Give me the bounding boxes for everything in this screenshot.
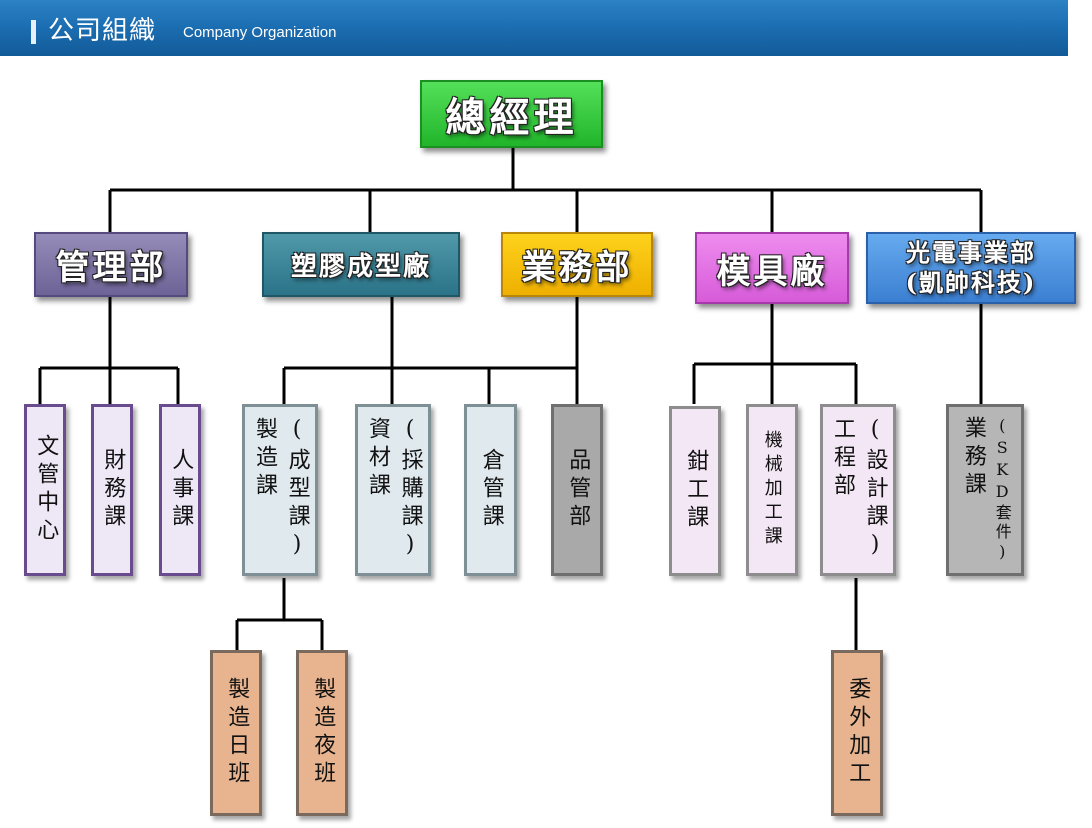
outsourcing-box: 委外加工 bbox=[831, 650, 883, 816]
document-control-center-box: 文管中心 bbox=[24, 404, 66, 576]
document-control-center-label: 文管中心 bbox=[33, 434, 59, 546]
materials-section-label: 資材課 bbox=[365, 417, 390, 501]
general-manager-box: 總經理 bbox=[420, 80, 603, 148]
materials-section-box: (採購課) 資材課 bbox=[355, 404, 431, 576]
molding-section-label: (成型課) bbox=[284, 417, 310, 563]
manufacturing-section-label: 製造課 bbox=[252, 417, 277, 501]
plastic-molding-plant-box: 塑膠成型廠 bbox=[262, 232, 460, 297]
manufacturing-section-box: (成型課) 製造課 bbox=[242, 404, 318, 576]
engineering-dept-box: (設計課) 工程部 bbox=[820, 404, 896, 576]
mold-plant-label: 模具廠 bbox=[716, 251, 828, 292]
night-shift-label: 製造夜班 bbox=[310, 677, 336, 789]
engineering-dept-label: 工程部 bbox=[830, 417, 855, 501]
page-title: 公司組織 bbox=[48, 16, 157, 46]
finance-section-box: 財務課 bbox=[91, 404, 133, 576]
management-dept-label: 管理部 bbox=[55, 248, 167, 288]
design-section-label: (設計課) bbox=[862, 417, 888, 563]
optoelectronics-company-label: (凱帥科技) bbox=[905, 268, 1037, 297]
sales-dept-box: 業務部 bbox=[501, 232, 653, 297]
quality-dept-label: 品管部 bbox=[565, 448, 591, 532]
skd-sales-section-label: 業務課 bbox=[960, 416, 986, 500]
header-accent-bar bbox=[31, 20, 36, 44]
purchasing-section-label: (採購課) bbox=[397, 417, 423, 563]
warehouse-section-label: 倉管課 bbox=[478, 448, 504, 532]
day-shift-label: 製造日班 bbox=[224, 677, 250, 789]
page-subtitle: Company Organization bbox=[183, 24, 337, 41]
warehouse-section-box: 倉管課 bbox=[464, 404, 517, 576]
management-dept-box: 管理部 bbox=[34, 232, 188, 297]
night-shift-box: 製造夜班 bbox=[296, 650, 348, 816]
hr-section-label: 人事課 bbox=[168, 448, 194, 532]
finance-section-label: 財務課 bbox=[100, 448, 126, 532]
outsourcing-label: 委外加工 bbox=[845, 677, 871, 789]
optoelectronics-division-label: 光電事業部 bbox=[906, 238, 1036, 267]
skd-kit-label: (SKD套件) bbox=[992, 416, 1012, 564]
plastic-molding-plant-label: 塑膠成型廠 bbox=[290, 252, 431, 282]
sales-dept-label: 業務部 bbox=[521, 248, 633, 288]
general-manager-label: 總經理 bbox=[445, 94, 578, 141]
header-banner: 公司組織 Company Organization bbox=[0, 0, 1068, 56]
mold-plant-box: 模具廠 bbox=[695, 232, 849, 304]
machining-section-box: 機械加工課 bbox=[746, 404, 798, 576]
bench-work-section-label: 鉗工課 bbox=[683, 449, 709, 533]
day-shift-box: 製造日班 bbox=[210, 650, 262, 816]
optoelectronics-division-box: 光電事業部 (凱帥科技) bbox=[866, 232, 1076, 304]
hr-section-box: 人事課 bbox=[159, 404, 201, 576]
machining-section-label: 機械加工課 bbox=[761, 430, 783, 550]
skd-sales-section-box: (SKD套件) 業務課 bbox=[946, 404, 1024, 576]
quality-dept-box: 品管部 bbox=[551, 404, 603, 576]
bench-work-section-box: 鉗工課 bbox=[669, 406, 721, 576]
